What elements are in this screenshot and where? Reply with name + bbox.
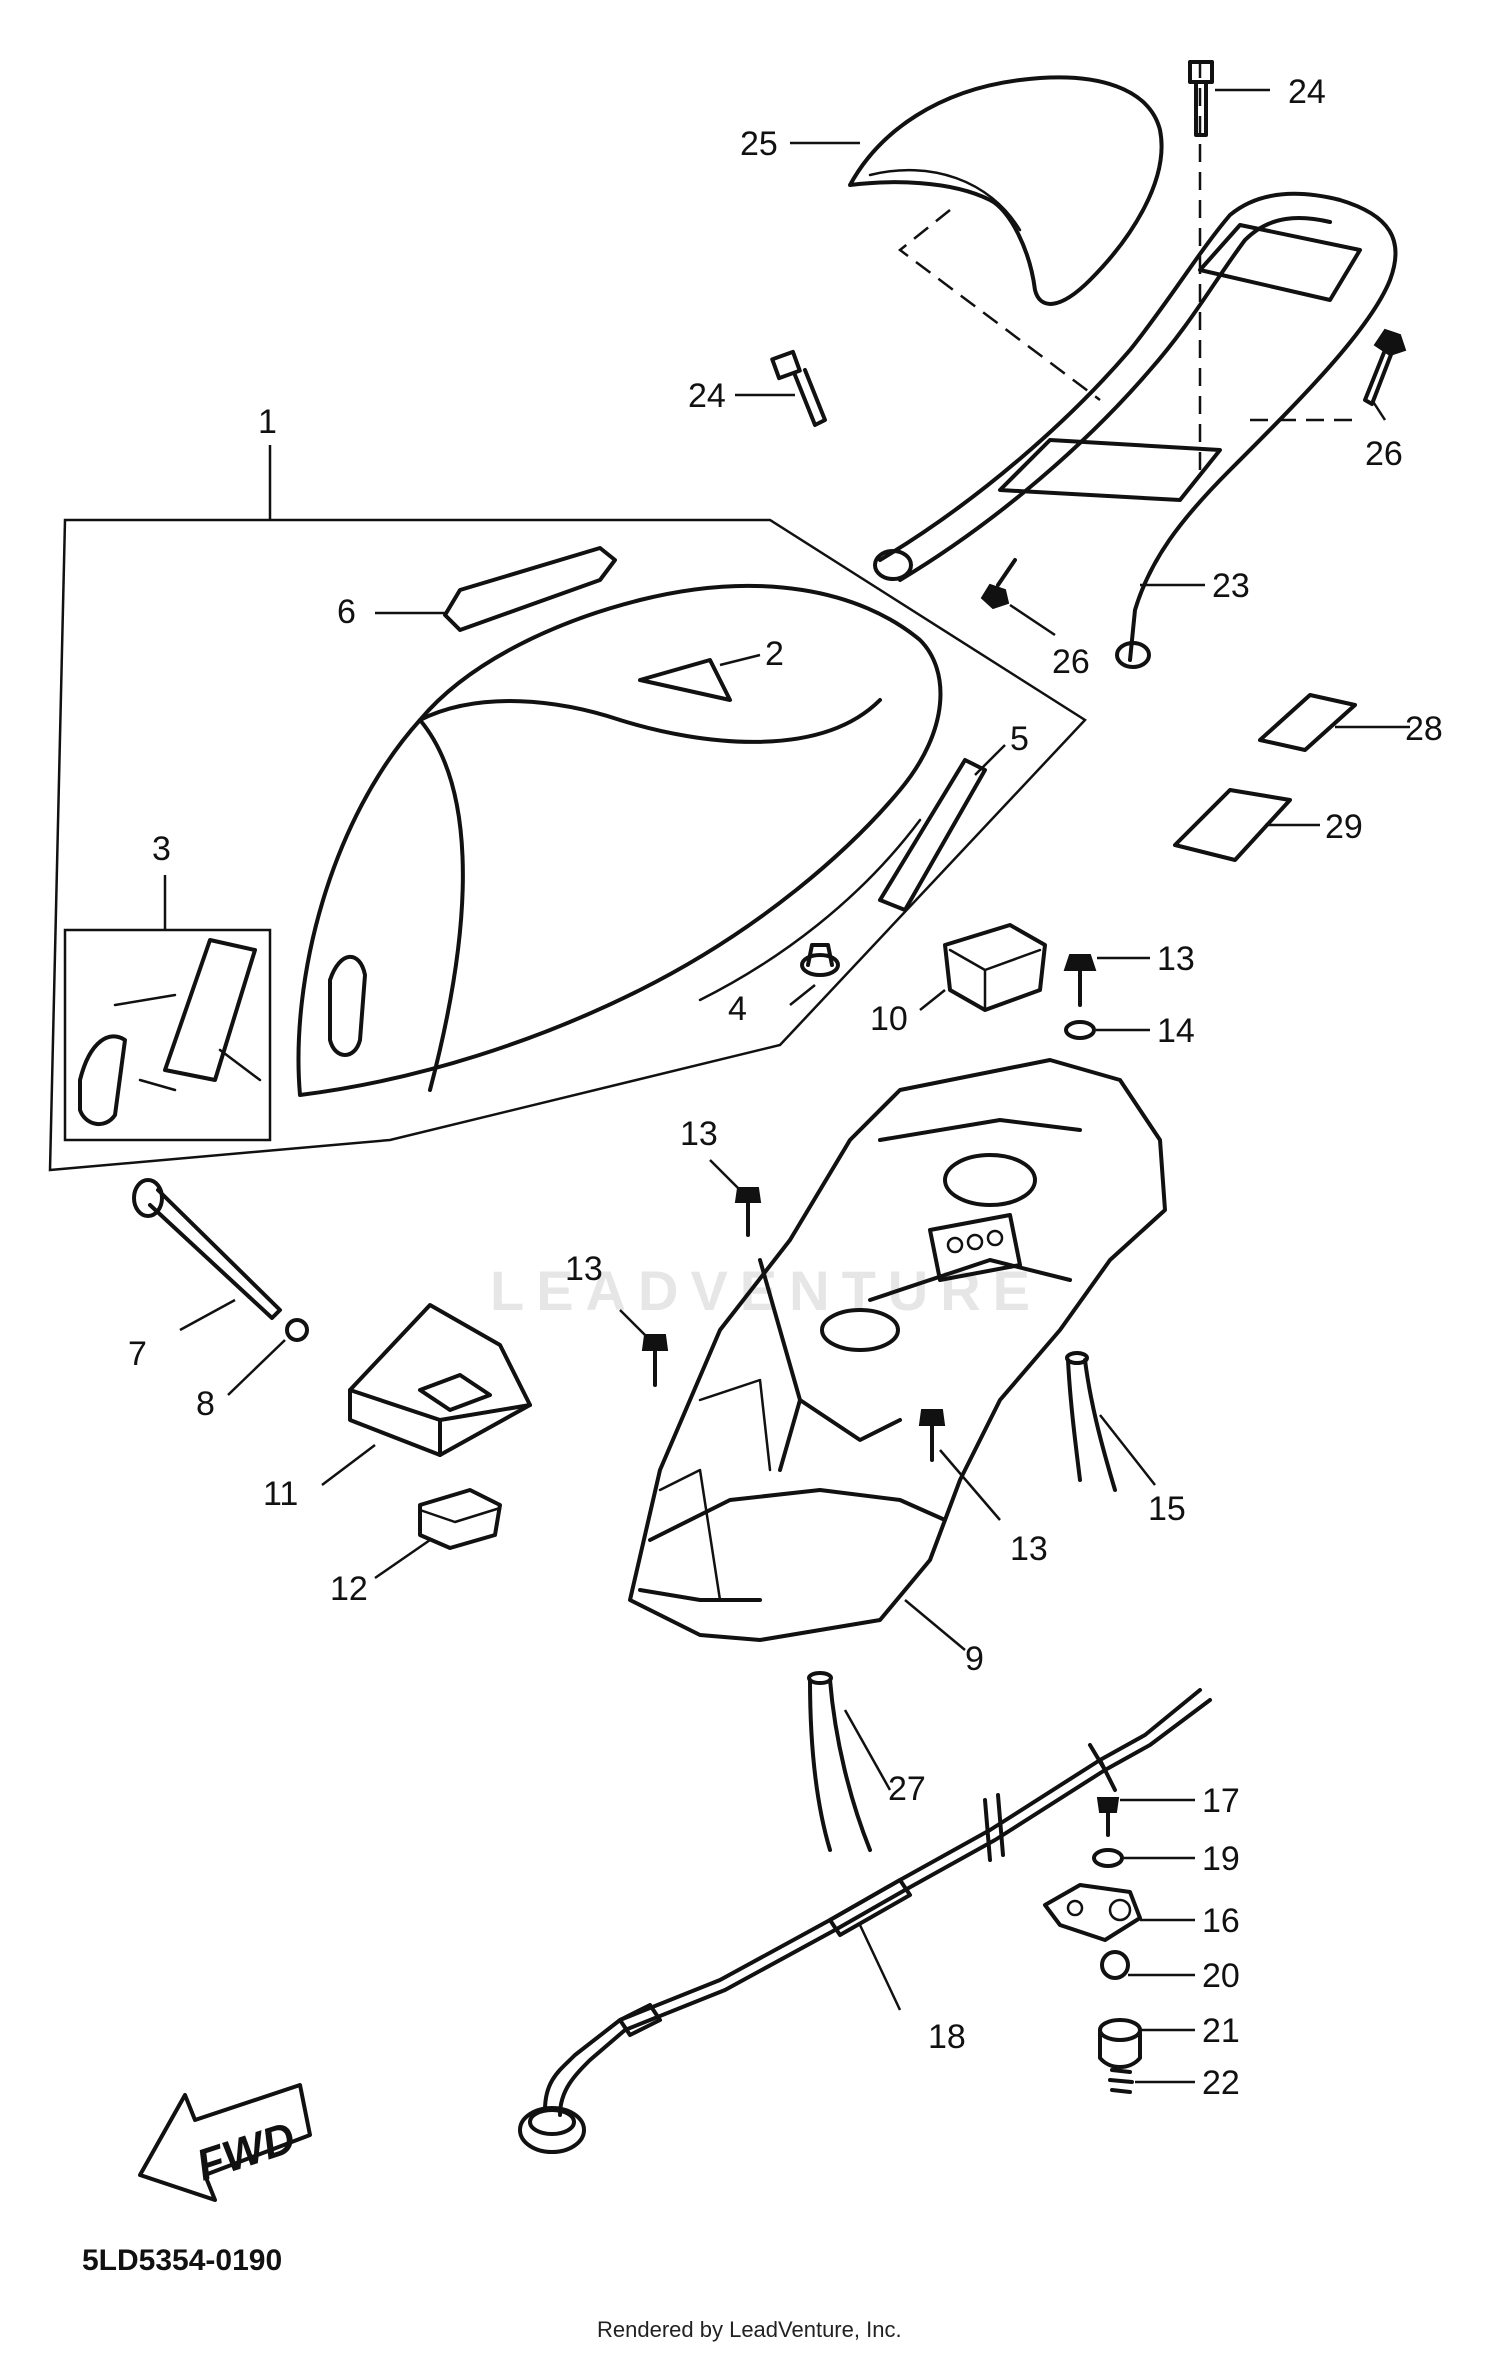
callout-1: 1 bbox=[258, 403, 277, 441]
bracket-11 bbox=[348, 1303, 532, 1457]
diagram-code: 5LD5354-0190 bbox=[82, 2244, 282, 2277]
bolt-24-top bbox=[1188, 60, 1214, 137]
callout-17: 17 bbox=[1202, 1782, 1240, 1820]
side-trim-strip bbox=[878, 758, 987, 912]
seat-lock-detail-box bbox=[63, 928, 272, 1142]
nut-20 bbox=[1100, 1950, 1130, 1980]
callout-8: 8 bbox=[196, 1385, 215, 1423]
callout-23: 23 bbox=[1212, 567, 1250, 605]
emblem-plate bbox=[443, 546, 617, 632]
callout-26-right: 26 bbox=[1365, 435, 1403, 473]
nut-8 bbox=[285, 1318, 309, 1342]
callout-3: 3 bbox=[152, 830, 171, 868]
callout-24-top: 24 bbox=[1288, 73, 1326, 111]
callout-22: 22 bbox=[1202, 2064, 1240, 2102]
seat-lock-parts bbox=[78, 938, 262, 1126]
screw-13-left-lower bbox=[641, 1334, 669, 1387]
callout-18: 18 bbox=[928, 2018, 966, 2056]
callout-12: 12 bbox=[330, 1570, 368, 1608]
callout-26-lower: 26 bbox=[1052, 643, 1090, 681]
callout-20: 20 bbox=[1202, 1957, 1240, 1995]
bolt-24-left bbox=[770, 349, 827, 427]
screw-13-left-upper bbox=[734, 1187, 762, 1237]
callout-14: 14 bbox=[1157, 1012, 1195, 1050]
callout-2: 2 bbox=[765, 635, 784, 673]
callout-25: 25 bbox=[740, 125, 778, 163]
callout-7: 7 bbox=[128, 1335, 147, 1373]
leader-lines bbox=[163, 88, 1410, 2084]
block-12 bbox=[418, 1488, 502, 1550]
forward-arrow: FWD bbox=[138, 2083, 312, 2202]
callout-9: 9 bbox=[965, 1640, 984, 1678]
screw-17 bbox=[1096, 1797, 1120, 1837]
sticker-29 bbox=[1173, 788, 1292, 862]
callout-13-right: 13 bbox=[1010, 1530, 1048, 1568]
bracket-16 bbox=[1043, 1883, 1142, 1942]
callout-13-left-upper: 13 bbox=[680, 1115, 718, 1153]
callouts: 1 2 3 4 5 6 7 8 9 10 11 12 13 13 13 13 1… bbox=[128, 73, 1443, 2102]
callout-21: 21 bbox=[1202, 2012, 1240, 2050]
passenger-seat-pad bbox=[848, 75, 1164, 401]
callout-28: 28 bbox=[1405, 710, 1443, 748]
fwd-label: FWD bbox=[191, 2113, 301, 2191]
callout-15: 15 bbox=[1148, 1490, 1186, 1528]
collar-21 bbox=[1098, 2018, 1142, 2069]
callout-4: 4 bbox=[728, 990, 747, 1028]
render-credit: Rendered by LeadVenture, Inc. bbox=[597, 2317, 902, 2342]
callout-24-left: 24 bbox=[688, 377, 726, 415]
hose-27 bbox=[808, 1678, 872, 1852]
callout-11: 11 bbox=[263, 1475, 298, 1513]
screw-13-right bbox=[918, 1409, 946, 1462]
long-bolt-7 bbox=[132, 1178, 282, 1320]
callout-13-top: 13 bbox=[1157, 940, 1195, 978]
grommet bbox=[800, 943, 840, 977]
callout-10: 10 bbox=[870, 1000, 908, 1038]
callout-13-left-lower: 13 bbox=[565, 1250, 603, 1288]
hose-15 bbox=[1066, 1358, 1117, 1492]
callout-19: 19 bbox=[1202, 1840, 1240, 1878]
grab-bar-carrier bbox=[873, 60, 1398, 669]
seat-lock-cable bbox=[518, 1688, 1212, 2154]
screw-13-top bbox=[1063, 954, 1097, 1007]
seat-assembly-outline bbox=[48, 518, 1087, 1172]
callout-27: 27 bbox=[888, 1770, 926, 1808]
storage-box bbox=[628, 1058, 1167, 1642]
callout-6: 6 bbox=[337, 593, 356, 631]
block-10 bbox=[943, 923, 1047, 1012]
callout-29: 29 bbox=[1325, 808, 1363, 846]
watermark: LEADVENTURE bbox=[490, 1259, 1042, 1322]
washer-14 bbox=[1064, 1020, 1096, 1040]
bolt-26-right bbox=[1363, 328, 1407, 406]
spring-22 bbox=[1108, 2068, 1134, 2094]
sticker-28 bbox=[1258, 693, 1357, 752]
bolt-26-lower bbox=[980, 558, 1017, 610]
washer-19 bbox=[1092, 1848, 1124, 1868]
callout-16: 16 bbox=[1202, 1902, 1240, 1940]
seat-drawing bbox=[296, 583, 943, 1097]
callout-5: 5 bbox=[1010, 720, 1029, 758]
